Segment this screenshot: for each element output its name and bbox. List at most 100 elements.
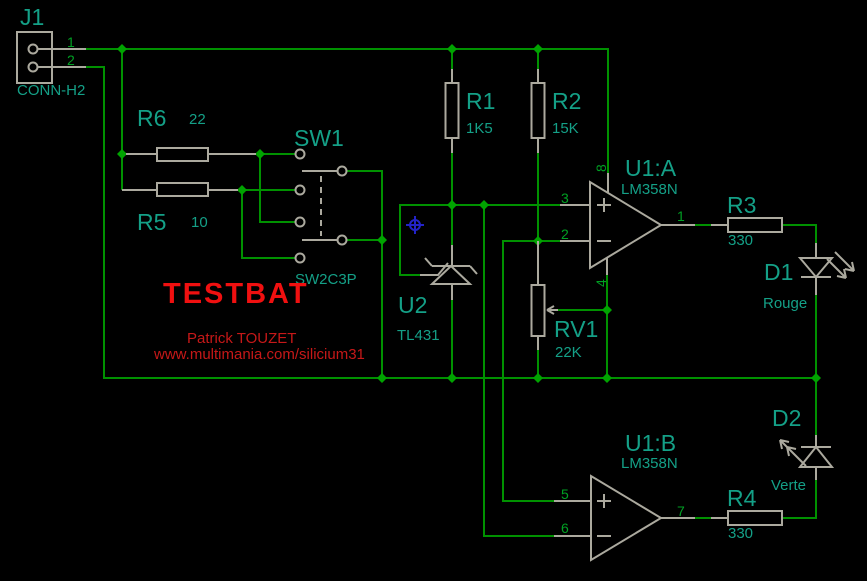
junction-dot — [237, 185, 247, 195]
d1-ref-label: D1 — [764, 259, 793, 285]
opamp-u1b: U1:B LM358N 5 6 7 — [554, 430, 695, 562]
opamp-u1a: U1:A LM358N 3 2 1 8 4 — [560, 155, 695, 287]
switch-sw1: SW1 SW2C3P — [294, 125, 357, 288]
r6-value-label: 22 — [189, 111, 206, 128]
sw1-contact — [294, 216, 306, 228]
rv1-value-label: 22K — [555, 344, 582, 361]
u1b-triangle — [590, 474, 663, 562]
u1b-value-label: LM358N — [621, 455, 678, 472]
j1-value-label: CONN-H2 — [17, 82, 85, 99]
r3-value-label: 330 — [728, 232, 753, 249]
j1-body — [16, 31, 53, 84]
d2-cathode-bar — [801, 435, 831, 448]
r2-ref-label: R2 — [552, 88, 581, 114]
net-out-a — [695, 224, 817, 243]
u1b-pin6-label: 6 — [561, 520, 569, 536]
u1a-pin2-label: 2 — [561, 226, 569, 242]
junction-dot — [447, 373, 457, 383]
u1b-ref-label: U1:B — [625, 430, 676, 456]
d2-emission-arrows-icon — [779, 439, 807, 467]
u2-origin-cross — [406, 216, 424, 234]
r5-ref-label: R5 — [137, 209, 166, 235]
led-d2: D2 Verte — [771, 405, 835, 494]
sw1-contact — [294, 184, 306, 196]
j1-pin2-label: 2 — [67, 52, 75, 68]
sw1-arms — [302, 170, 337, 241]
u1a-triangle — [589, 180, 663, 270]
net-inverting-a — [502, 240, 560, 502]
r1-body — [444, 82, 460, 139]
u1a-pin1-label: 1 — [677, 208, 685, 224]
sw1-value-label: SW2C3P — [295, 271, 357, 288]
author-credit: Patrick TOUZET — [187, 330, 296, 347]
sw1-contact — [294, 148, 306, 160]
u1a-pin3-label: 3 — [561, 190, 569, 206]
website-credit: www.multimania.com/silicium31 — [153, 346, 365, 363]
junction-dot — [602, 373, 612, 383]
net-top-rail — [86, 48, 609, 173]
u1a-pin4-label: 4 — [593, 279, 609, 287]
d1-cathode-bar — [801, 276, 831, 295]
resistor-r1: R1 1K5 — [444, 69, 495, 153]
junction-dot — [533, 44, 543, 54]
r5-body — [156, 182, 209, 197]
net-bottom-rail — [86, 66, 816, 379]
junction-dot — [377, 235, 387, 245]
sw1-ref-label: SW1 — [294, 125, 344, 151]
junction-dot — [533, 373, 543, 383]
u1a-ref-label: U1:A — [625, 155, 677, 181]
u1a-pin8-label: 8 — [593, 164, 609, 172]
u2-value-label: TL431 — [397, 327, 440, 344]
u1a-value-label: LM358N — [621, 181, 678, 198]
u1b-pin5-label: 5 — [561, 486, 569, 502]
net-sw-common — [347, 170, 383, 378]
net-inverting-b — [483, 205, 554, 537]
junction-dots — [117, 44, 821, 383]
junction-dot — [117, 44, 127, 54]
r5-value-label: 10 — [191, 214, 208, 231]
r2-value-label: 15K — [552, 120, 579, 137]
trimmer-rv1: RV1 22K — [530, 241, 598, 361]
j1-pin2-circle — [27, 61, 39, 73]
r1-ref-label: R1 — [466, 88, 495, 114]
r3-body — [727, 217, 783, 233]
junction-dot — [117, 149, 127, 159]
rv1-wiper-arrow — [546, 305, 558, 315]
sw1-common — [336, 165, 348, 177]
junction-dot — [602, 305, 612, 315]
resistor-r5: R5 10 — [122, 182, 238, 235]
sw1-common — [336, 234, 348, 246]
r1-value-label: 1K5 — [466, 120, 493, 137]
junction-dot — [447, 44, 457, 54]
led-d1: D1 Rouge — [763, 243, 855, 312]
j1-pin1-circle — [27, 43, 39, 55]
u1a-plus-sign — [597, 198, 611, 212]
connector-j1: J1 1 2 CONN-H2 — [16, 4, 86, 99]
net-r6-to-sw — [256, 153, 296, 223]
junction-dot — [255, 149, 265, 159]
r6-body — [156, 147, 209, 162]
u2-ref-label: U2 — [398, 292, 427, 318]
u2-ref-lead — [420, 262, 449, 276]
junction-dot — [377, 373, 387, 383]
d2-value-label: Verte — [771, 477, 806, 494]
j1-pin1-label: 1 — [67, 34, 75, 50]
d1-triangle — [797, 257, 835, 279]
u2-origin-cross-icon — [406, 216, 424, 234]
d2-ref-label: D2 — [772, 405, 801, 431]
r4-body — [727, 510, 783, 526]
title-block: TESTBAT Patrick TOUZET www.multimania.co… — [153, 278, 365, 363]
net-out-b — [695, 480, 817, 519]
junction-dot — [811, 373, 821, 383]
j1-ref-label: J1 — [20, 4, 44, 30]
resistor-r6: R6 22 — [126, 105, 256, 162]
u1b-plus-sign — [597, 494, 611, 508]
rv1-body — [530, 284, 546, 337]
sw1-contact — [294, 252, 306, 264]
junction-dot — [479, 200, 489, 210]
d1-emission-arrows-icon — [826, 251, 855, 279]
u1b-pin7-label: 7 — [677, 503, 685, 519]
d1-value-label: Rouge — [763, 295, 807, 312]
